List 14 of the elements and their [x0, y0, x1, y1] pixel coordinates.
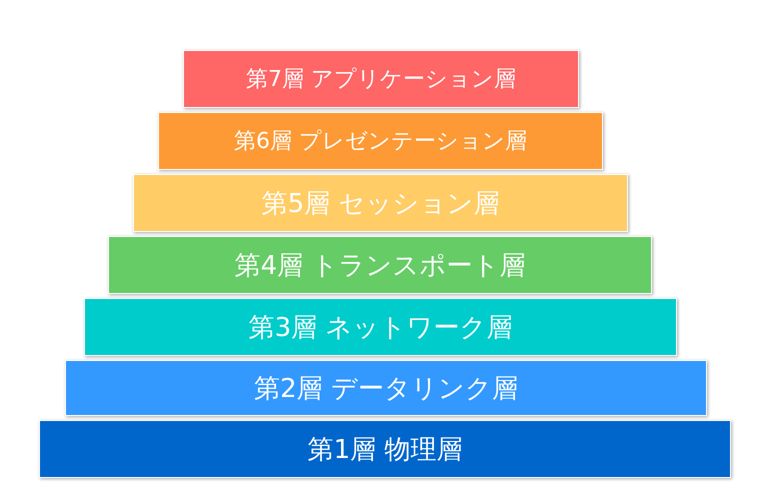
layer-bar: [84, 298, 677, 356]
layer-bar: [108, 236, 652, 294]
layer-name: 第1層 物理層: [308, 434, 462, 466]
layer-bar: [65, 360, 707, 416]
layer-bar: [39, 420, 731, 478]
layer-bar: [158, 112, 603, 170]
layer-name: 第2層 データリンク層: [254, 372, 518, 406]
layer-name: 第5層 セッション層: [262, 188, 500, 220]
layer-name: 第4層 トランスポート層: [234, 250, 526, 282]
layer-bar: [133, 174, 628, 232]
layer-bar: [183, 50, 579, 108]
layer-name: 第6層 プレゼンテーション層: [234, 128, 527, 156]
layer-name: 第7層 アプリケーション層: [246, 66, 516, 94]
layer-name: 第3層 ネットワーク層: [248, 312, 512, 344]
